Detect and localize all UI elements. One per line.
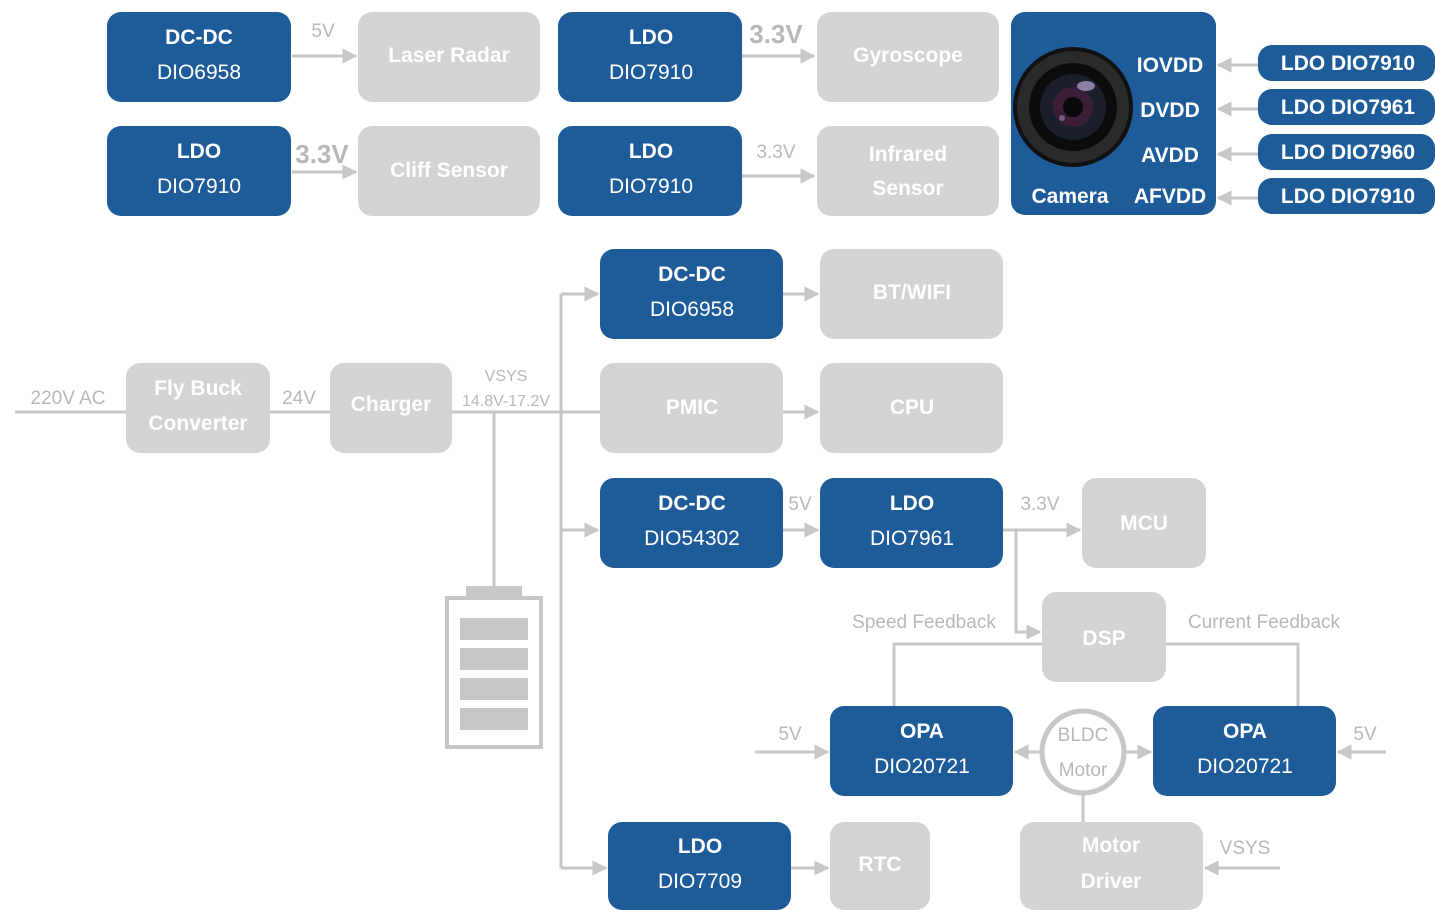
fly-buck-converter-box: Fly Buck Converter: [126, 363, 270, 453]
box-label-line1: Infrared: [869, 143, 947, 166]
dsp-box: DSP: [1042, 592, 1166, 682]
voltage-label: VSYS: [1220, 838, 1271, 859]
charger-box: Charger: [330, 363, 452, 453]
box-title: LDO: [177, 140, 221, 163]
box-label-line2: Sensor: [872, 177, 943, 200]
box-label: LDO DIO7961: [1281, 96, 1416, 119]
box-part: DIO6958: [650, 298, 734, 321]
camera-block: Camera IOVDD DVDD AVDD AFVDD: [1011, 12, 1216, 215]
speed-feedback-label: Speed Feedback: [852, 612, 996, 633]
voltage-label: 3.3V: [295, 139, 349, 169]
box-label-line2: Driver: [1081, 870, 1142, 893]
camera-lens-icon: [1013, 47, 1133, 167]
box-part: DIO7961: [870, 527, 954, 550]
camera-ldo-afvdd-box: LDO DIO7910: [1258, 178, 1435, 214]
vsys-label: VSYS: [485, 368, 528, 385]
box-part: DIO7709: [658, 870, 742, 893]
wire-speed-feedback: [892, 642, 1042, 706]
dcdc-dio6958-laser-box: DC-DC DIO6958: [107, 12, 291, 102]
box-label: CPU: [890, 396, 934, 419]
box-part: DIO7910: [157, 175, 241, 198]
dcdc-dio54302-box: DC-DC DIO54302: [600, 478, 783, 568]
dcdc-dio6958-wifi-box: DC-DC DIO6958: [600, 249, 783, 339]
cpu-box: CPU: [820, 363, 1003, 453]
mcu-box: MCU: [1082, 478, 1206, 568]
box-label: Charger: [351, 393, 432, 416]
vsys-range-label: 14.8V-17.2V: [462, 393, 550, 410]
box-title: OPA: [900, 720, 944, 743]
camera-ldo-avdd-box: LDO DIO7960: [1258, 134, 1435, 170]
box-part: DIO6958: [157, 61, 241, 84]
camera-rail-afvdd: AFVDD: [1134, 185, 1206, 208]
ldo-dio7910-cliff-box: LDO DIO7910: [107, 126, 291, 216]
box-title: LDO: [629, 140, 673, 163]
box-title: LDO: [890, 492, 934, 515]
voltage-label: 3.3V: [756, 142, 795, 163]
box-part: DIO7910: [609, 61, 693, 84]
box-label: Cliff Sensor: [390, 159, 508, 182]
camera-rail-avdd: AVDD: [1141, 144, 1199, 167]
voltage-label: 5V: [778, 724, 802, 745]
motor-label-line2: Motor: [1059, 760, 1108, 781]
voltage-label: 5V: [1353, 724, 1377, 745]
box-label: MCU: [1120, 512, 1168, 535]
motor-driver-box: Motor Driver: [1020, 822, 1203, 910]
camera-rail-iovdd: IOVDD: [1137, 54, 1204, 77]
ldo-dio7910-gyro-box: LDO DIO7910: [558, 12, 742, 102]
box-label: BT/WIFI: [873, 281, 951, 304]
box-label: DSP: [1082, 627, 1125, 650]
box-title: DC-DC: [658, 492, 726, 515]
box-title: LDO: [678, 835, 722, 858]
box-label-line1: Motor: [1082, 834, 1140, 857]
box-title: DC-DC: [165, 26, 233, 49]
camera-ldo-iovdd-box: LDO DIO7910: [1258, 45, 1435, 81]
opa-dio20721-left-box: OPA DIO20721: [830, 706, 1013, 796]
box-part: DIO54302: [644, 527, 740, 550]
box-label: Laser Radar: [388, 44, 509, 67]
camera-rail-dvdd: DVDD: [1140, 99, 1200, 122]
voltage-label: 3.3V: [749, 19, 803, 49]
ac-input-label: 220V AC: [31, 388, 106, 409]
voltage-label: 5V: [311, 21, 335, 42]
rtc-box: RTC: [830, 822, 930, 910]
ldo-dio7961-mcu-box: LDO DIO7961: [820, 478, 1003, 568]
wire-ldo-dsp: [1014, 530, 1042, 640]
motor-label-line1: BLDC: [1058, 725, 1109, 746]
battery-icon: [445, 586, 543, 749]
box-label: LDO DIO7960: [1281, 141, 1415, 164]
voltage-label: 24V: [282, 388, 316, 409]
gyroscope-box: Gyroscope: [817, 12, 999, 102]
laser-radar-box: Laser Radar: [358, 12, 540, 102]
box-title: OPA: [1223, 720, 1267, 743]
bt-wifi-box: BT/WIFI: [820, 249, 1003, 339]
box-part: DIO20721: [874, 755, 970, 778]
box-label: PMIC: [666, 396, 719, 419]
voltage-label: 3.3V: [1020, 494, 1059, 515]
cliff-sensor-box: Cliff Sensor: [358, 126, 540, 216]
wire-current-feedback: [1166, 642, 1300, 706]
ldo-dio7709-box: LDO DIO7709: [608, 822, 791, 910]
box-label-line1: Fly Buck: [154, 377, 242, 400]
pmic-box: PMIC: [600, 363, 783, 453]
camera-ldo-dvdd-box: LDO DIO7961: [1258, 89, 1435, 125]
box-label-line2: Converter: [148, 412, 247, 435]
current-feedback-label: Current Feedback: [1188, 612, 1341, 633]
bldc-motor: BLDC Motor: [1039, 708, 1127, 796]
box-label: Gyroscope: [853, 44, 963, 67]
voltage-label: 5V: [788, 494, 812, 515]
opa-dio20721-right-box: OPA DIO20721: [1153, 706, 1336, 796]
camera-label: Camera: [1031, 185, 1108, 208]
box-title: DC-DC: [658, 263, 726, 286]
infrared-sensor-box: Infrared Sensor: [817, 126, 999, 216]
box-label: LDO DIO7910: [1281, 52, 1415, 75]
box-part: DIO7910: [609, 175, 693, 198]
ldo-dio7910-infrared-box: LDO DIO7910: [558, 126, 742, 216]
box-title: LDO: [629, 26, 673, 49]
box-label: LDO DIO7910: [1281, 185, 1415, 208]
box-label: RTC: [858, 853, 901, 876]
box-part: DIO20721: [1197, 755, 1293, 778]
